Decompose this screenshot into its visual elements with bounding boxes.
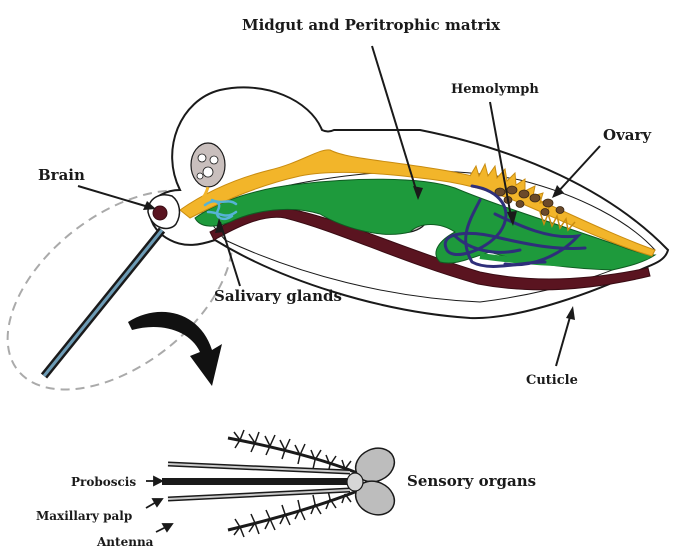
proboscis-detail bbox=[162, 478, 354, 485]
label-antenna: Antenna bbox=[96, 535, 154, 549]
label-midgut: Midgut and Peritrophic matrix bbox=[242, 16, 501, 34]
head-center bbox=[347, 473, 363, 491]
sensory-detail bbox=[162, 430, 400, 537]
label-cuticle: Cuticle bbox=[526, 373, 578, 388]
label-hemolymph: Hemolymph bbox=[451, 82, 539, 97]
brain bbox=[153, 206, 167, 220]
zoom-arrow bbox=[128, 312, 222, 386]
crop-diverticulum bbox=[191, 143, 225, 187]
bottom-label-arrows bbox=[146, 477, 172, 532]
label-ovary: Ovary bbox=[603, 126, 652, 144]
label-maxillary: Maxillary palp bbox=[36, 509, 132, 523]
label-sensory: Sensory organs bbox=[407, 472, 536, 490]
proboscis-main bbox=[44, 230, 162, 376]
label-proboscis: Proboscis bbox=[71, 475, 136, 489]
label-brain: Brain bbox=[38, 166, 85, 184]
label-salivary: Salivary glands bbox=[214, 287, 342, 305]
